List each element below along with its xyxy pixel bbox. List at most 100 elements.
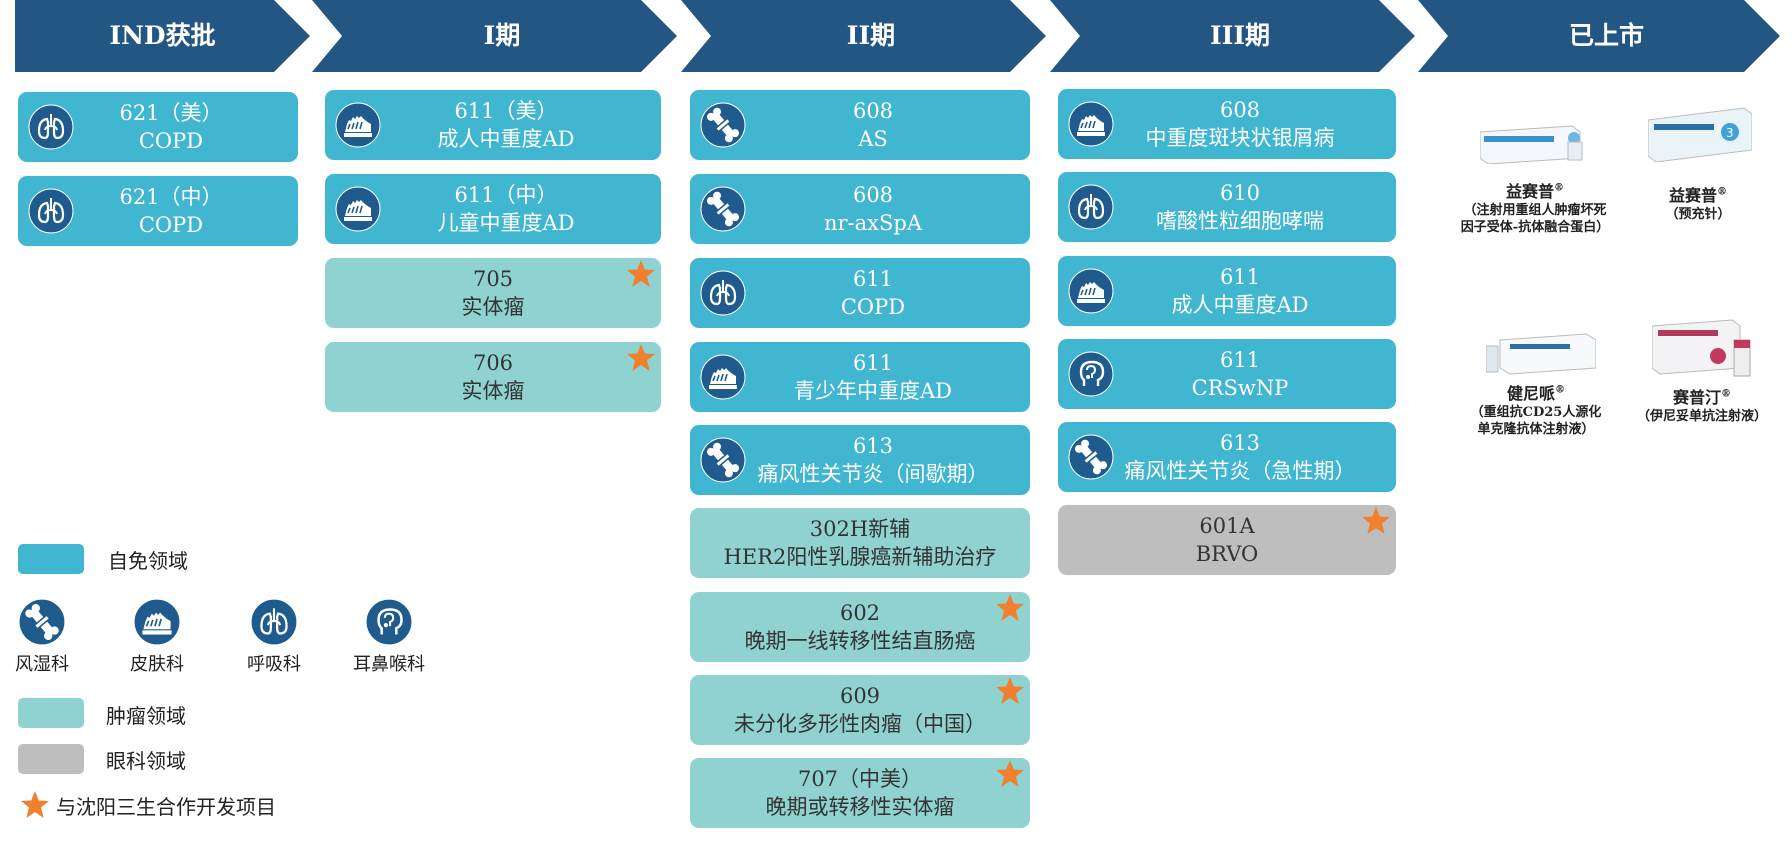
legend-label-partner: 与沈阳三生合作开发项目 <box>56 795 276 819</box>
skin-icon <box>700 354 746 400</box>
product-box-image <box>1479 118 1590 168</box>
indication: COPD <box>840 295 906 319</box>
indication: 成人中重度AD <box>437 127 575 151</box>
drug-code: 302H新辅 <box>809 517 911 541</box>
product-box-image: 3 <box>1647 106 1753 166</box>
card-text: 611（美） 成人中重度AD <box>437 97 574 153</box>
legend-label-autoimmune: 自免领域 <box>108 549 188 573</box>
star-icon <box>995 676 1025 706</box>
indication: 嗜酸性粒细胞哮喘 <box>1156 209 1324 233</box>
drug-code: 608 <box>1219 98 1261 122</box>
bone-icon <box>700 102 746 148</box>
ind-card: 621（美）COPD <box>18 92 298 162</box>
product-description: （伊尼妥单抗注射液） <box>1636 409 1767 424</box>
registered-mark: ® <box>1717 186 1727 198</box>
indication: 晚期一线转移性结直肠癌 <box>744 629 976 653</box>
star-icon <box>21 791 49 818</box>
indication: nr-axSpA <box>823 211 923 235</box>
card-text: 608 中重度斑块状银屑病 <box>1146 96 1335 152</box>
drug-code: 602 <box>839 601 881 625</box>
bone-icon <box>700 186 746 232</box>
skin-icon <box>1068 101 1114 147</box>
indication: 痛风性关节炎（间歇期） <box>757 462 989 486</box>
phase1-card: 706 实体瘤 <box>325 342 661 412</box>
indication: COPD <box>138 129 204 153</box>
drug-code: 611 <box>852 267 894 291</box>
drug-code: 611（美） <box>454 99 558 123</box>
indication: 痛风性关节炎（急性期） <box>1124 459 1356 483</box>
stage-label: I期 <box>483 21 521 50</box>
product-name: 健尼哌® <box>1466 380 1606 404</box>
stage-label: III期 <box>1209 21 1271 50</box>
lungs-icon <box>28 188 74 234</box>
bone-icon <box>700 437 746 483</box>
product-box-image <box>1485 330 1597 380</box>
drug-code: 611 <box>852 351 894 375</box>
card-text: 611（中）儿童中重度AD <box>437 181 574 237</box>
star-icon <box>626 343 656 373</box>
drug-code: 610 <box>1219 181 1261 205</box>
product-name-text: 赛普汀 <box>1672 388 1721 407</box>
product-name-text: 益赛普 <box>1505 182 1554 201</box>
drug-code: 611 <box>1219 348 1261 372</box>
drug-code: 601A <box>1199 514 1255 538</box>
indication: 未分化多形性肉瘤（中国） <box>734 712 986 736</box>
stage-4: III期 <box>1050 0 1415 72</box>
marketed-product: 赛普汀®（伊尼妥单抗注射液） <box>1632 384 1772 425</box>
indication: CRSwNP <box>1191 376 1289 400</box>
lungs-icon <box>1068 184 1114 230</box>
product-description: （预充针） <box>1665 207 1731 222</box>
phase2-card: 602 晚期一线转移性结直肠癌 <box>690 592 1030 662</box>
drug-code: 621（中） <box>119 185 223 209</box>
indication: 晚期或转移性实体瘤 <box>765 795 955 819</box>
legend-label-oncology: 肿瘤领域 <box>106 704 186 728</box>
indication: 实体瘤 <box>461 295 525 319</box>
marketed-product: 健尼哌®（重组抗CD25人源化单克隆抗体注射液） <box>1466 380 1606 438</box>
card-text: 611 青少年中重度AD <box>794 349 952 405</box>
legend-swatch-autoimmune <box>18 544 84 574</box>
marketed-product: 益赛普®（预充针） <box>1628 182 1768 223</box>
card-text: 707（中美）晚期或转移性实体瘤 <box>766 765 955 821</box>
skin-icon <box>1068 268 1114 314</box>
product-name: 益赛普® <box>1460 178 1610 202</box>
phase3-card: 610 嗜酸性粒细胞哮喘 <box>1058 172 1396 242</box>
phase3-card: 608 中重度斑块状银屑病 <box>1058 89 1396 159</box>
lungs-icon <box>250 598 298 646</box>
legend-swatch-ophthalmology <box>18 744 84 774</box>
marketed-product: 益赛普®（注射用重组人肿瘤坏死因子受体-抗体融合蛋白） <box>1460 178 1610 236</box>
star-icon <box>995 593 1025 623</box>
indication: 实体瘤 <box>461 379 525 403</box>
stage-label: IND获批 <box>109 21 216 50</box>
drug-code: 706 <box>472 351 514 375</box>
ent-icon <box>365 598 413 646</box>
product-description: （注射用重组人肿瘤坏死因子受体-抗体融合蛋白） <box>1460 203 1610 235</box>
drug-code: 608 <box>852 183 894 207</box>
indication: 中重度斑块状银屑病 <box>1145 126 1335 150</box>
indication: COPD <box>138 213 204 237</box>
legend-icon-label: 皮肤科 <box>130 654 184 675</box>
card-text: 608 nr-axSpA <box>824 181 922 237</box>
product-name-text: 健尼哌 <box>1506 384 1555 403</box>
card-text: 621（中） COPD <box>119 183 222 239</box>
indication: 青少年中重度AD <box>793 379 952 403</box>
phase2-card: 707（中美）晚期或转移性实体瘤 <box>690 758 1030 828</box>
product-box-image <box>1651 318 1756 384</box>
phase1-card: 611（中）儿童中重度AD <box>325 174 661 244</box>
bone-icon <box>1068 434 1114 480</box>
stage-5: 已上市 <box>1418 0 1780 72</box>
